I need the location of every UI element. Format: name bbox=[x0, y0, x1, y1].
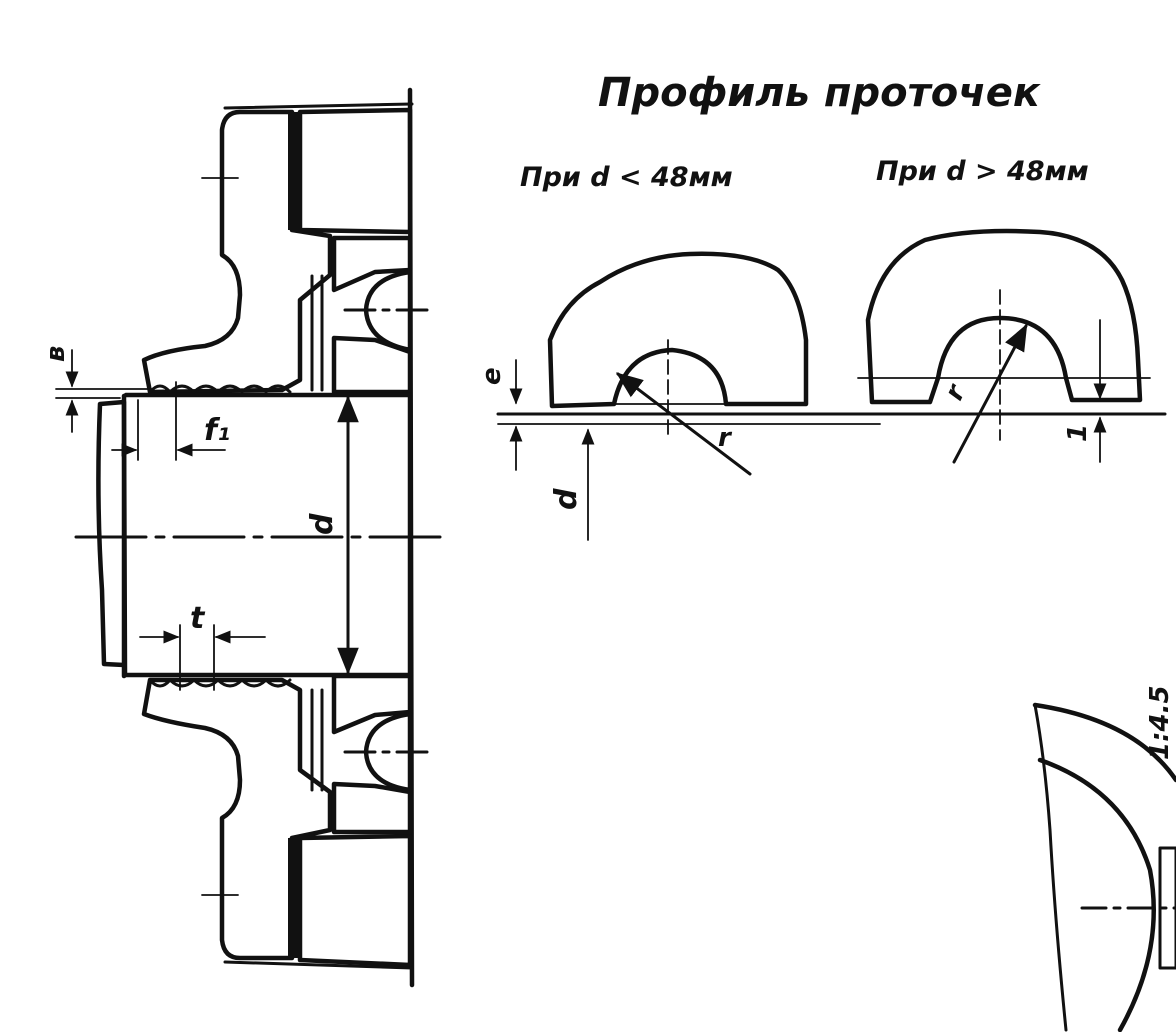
lower-cover bbox=[297, 833, 413, 968]
profile-small: При d < 48мм r e d bbox=[477, 162, 1167, 541]
label-r-large: r bbox=[939, 379, 973, 405]
wheel-inner-arc bbox=[1037, 757, 1156, 1032]
profile-small-body bbox=[547, 251, 809, 409]
label-r-small: r bbox=[718, 423, 733, 453]
corner-text: 1:4.5 bbox=[1145, 685, 1175, 760]
upper-grooves bbox=[148, 384, 292, 394]
title: Профиль проточек bbox=[598, 70, 1041, 116]
bottom-edge-line bbox=[223, 960, 414, 970]
shaft bbox=[96, 392, 413, 678]
partial-wheel-view: 1:4.5 bbox=[1032, 685, 1176, 1032]
upper-bearing-ring bbox=[331, 235, 413, 293]
caption-small: При d < 48мм bbox=[520, 162, 733, 193]
upper-bearing-ring-inner bbox=[331, 335, 413, 395]
upper-gasket bbox=[288, 112, 302, 230]
label-b: в bbox=[41, 346, 71, 362]
lower-grooves bbox=[148, 678, 292, 688]
lower-gasket bbox=[288, 838, 302, 958]
top-edge-line bbox=[223, 102, 414, 110]
dim-r-large bbox=[952, 323, 1028, 464]
label-f1: f₁ bbox=[204, 413, 230, 448]
lower-bearing-ring bbox=[331, 673, 413, 735]
wheel-outer-arc bbox=[1032, 702, 1176, 783]
lower-bearing-ring-inner bbox=[331, 781, 413, 835]
lower-housing bbox=[141, 677, 333, 961]
label-d-main: d bbox=[305, 513, 340, 535]
upper-cover bbox=[297, 107, 413, 235]
assembly-section: d в f₁ t bbox=[41, 87, 447, 988]
label-one: 1 bbox=[1063, 424, 1093, 442]
label-e: e bbox=[477, 367, 507, 385]
upper-housing bbox=[141, 109, 333, 395]
label-t: t bbox=[190, 601, 206, 636]
profile-large-body bbox=[865, 228, 1143, 405]
label-d-profile: d bbox=[549, 488, 584, 510]
caption-large: При d > 48мм bbox=[876, 156, 1089, 187]
profile-large: При d > 48мм r 1 bbox=[857, 156, 1151, 464]
wheel-rim-line bbox=[1033, 703, 1068, 1032]
